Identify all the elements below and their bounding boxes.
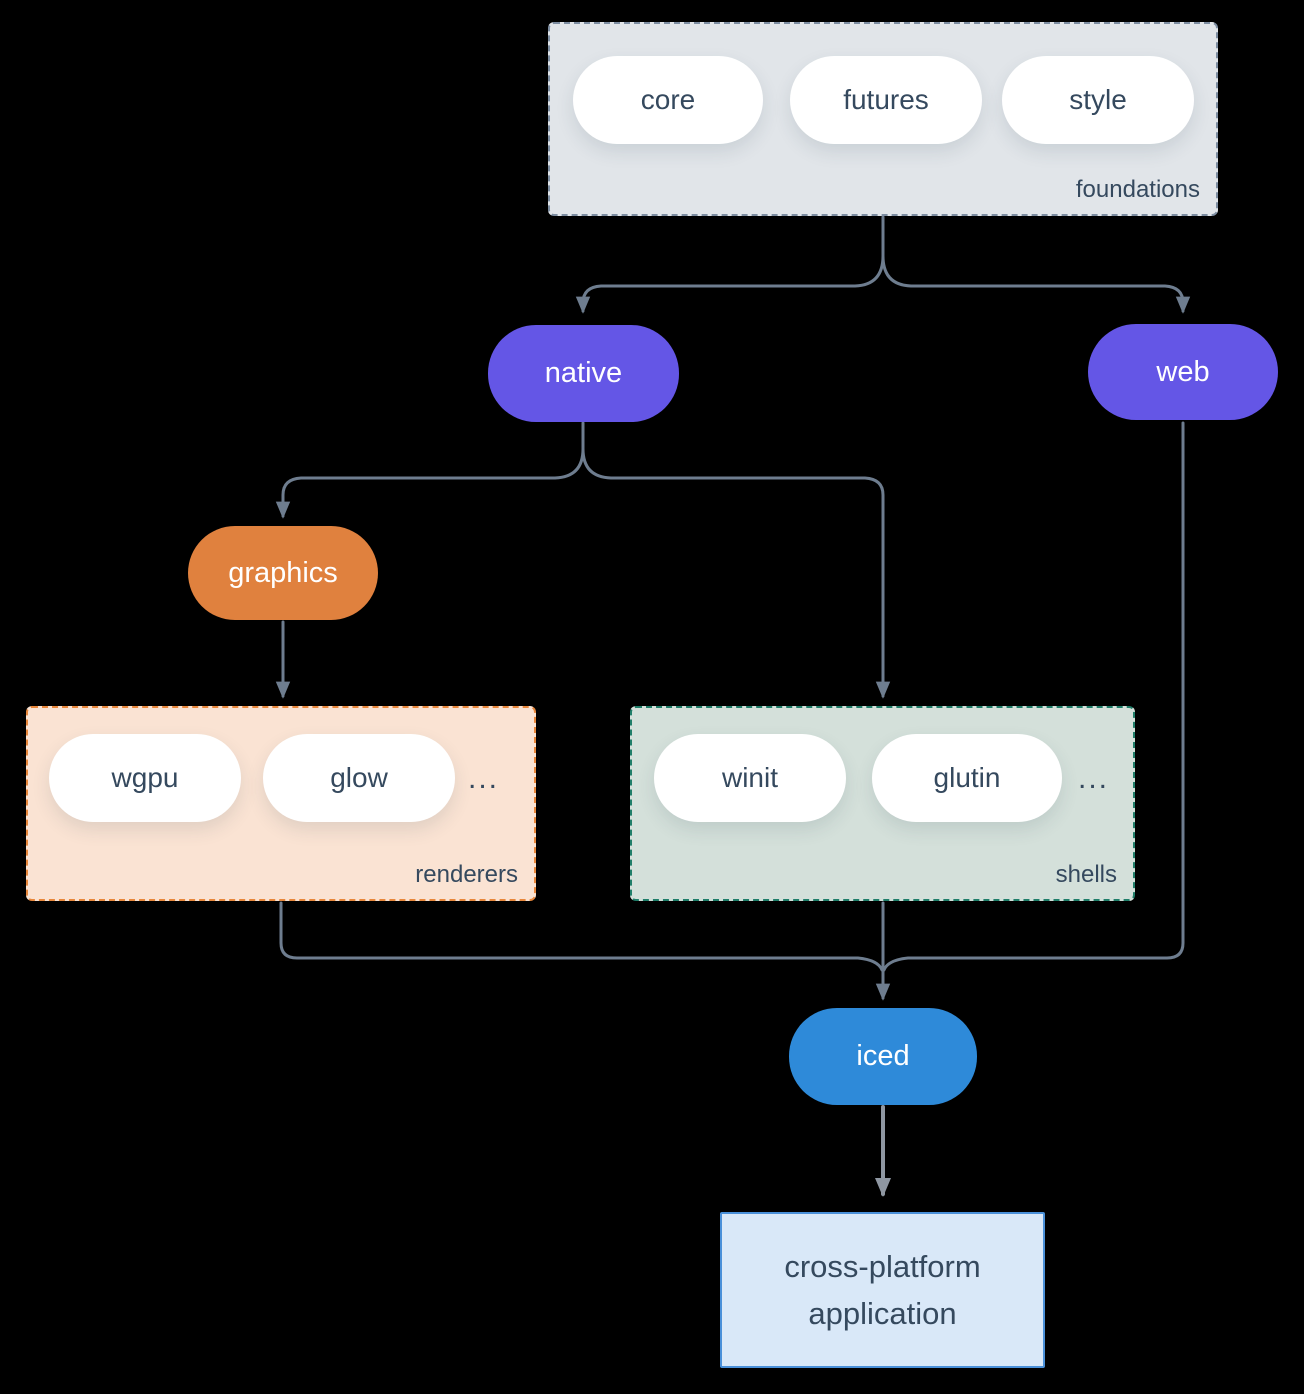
pill-glow: glow <box>263 734 455 822</box>
edge-native-graphics <box>275 421 585 519</box>
edge-foundations-native <box>575 215 885 314</box>
group-label-foundations: foundations <box>1075 176 1200 203</box>
shells-ellipsis: ... <box>1078 762 1110 795</box>
pill-style: style <box>1002 56 1194 144</box>
pill-glutin: glutin <box>872 734 1062 822</box>
edge-renderers-merge <box>279 901 884 972</box>
group-label-renderers: renderers <box>415 861 518 888</box>
pill-wgpu: wgpu <box>49 734 241 822</box>
application-label-line1: cross-platform <box>784 1249 981 1284</box>
edge-native-shells <box>581 447 891 699</box>
application-label-line2: application <box>808 1296 957 1331</box>
renderers-ellipsis: ... <box>468 762 500 795</box>
node-cross-platform-application: cross-platform application <box>720 1212 1045 1368</box>
node-iced: iced <box>789 1008 977 1105</box>
node-native: native <box>488 325 679 422</box>
pill-winit: winit <box>654 734 846 822</box>
node-web: web <box>1088 324 1278 420</box>
edge-foundations-web <box>881 254 1191 314</box>
group-label-shells: shells <box>1055 861 1117 888</box>
pill-futures: futures <box>790 56 982 144</box>
edge-web-merge <box>882 421 1185 972</box>
pill-core: core <box>573 56 763 144</box>
node-graphics: graphics <box>188 526 378 620</box>
